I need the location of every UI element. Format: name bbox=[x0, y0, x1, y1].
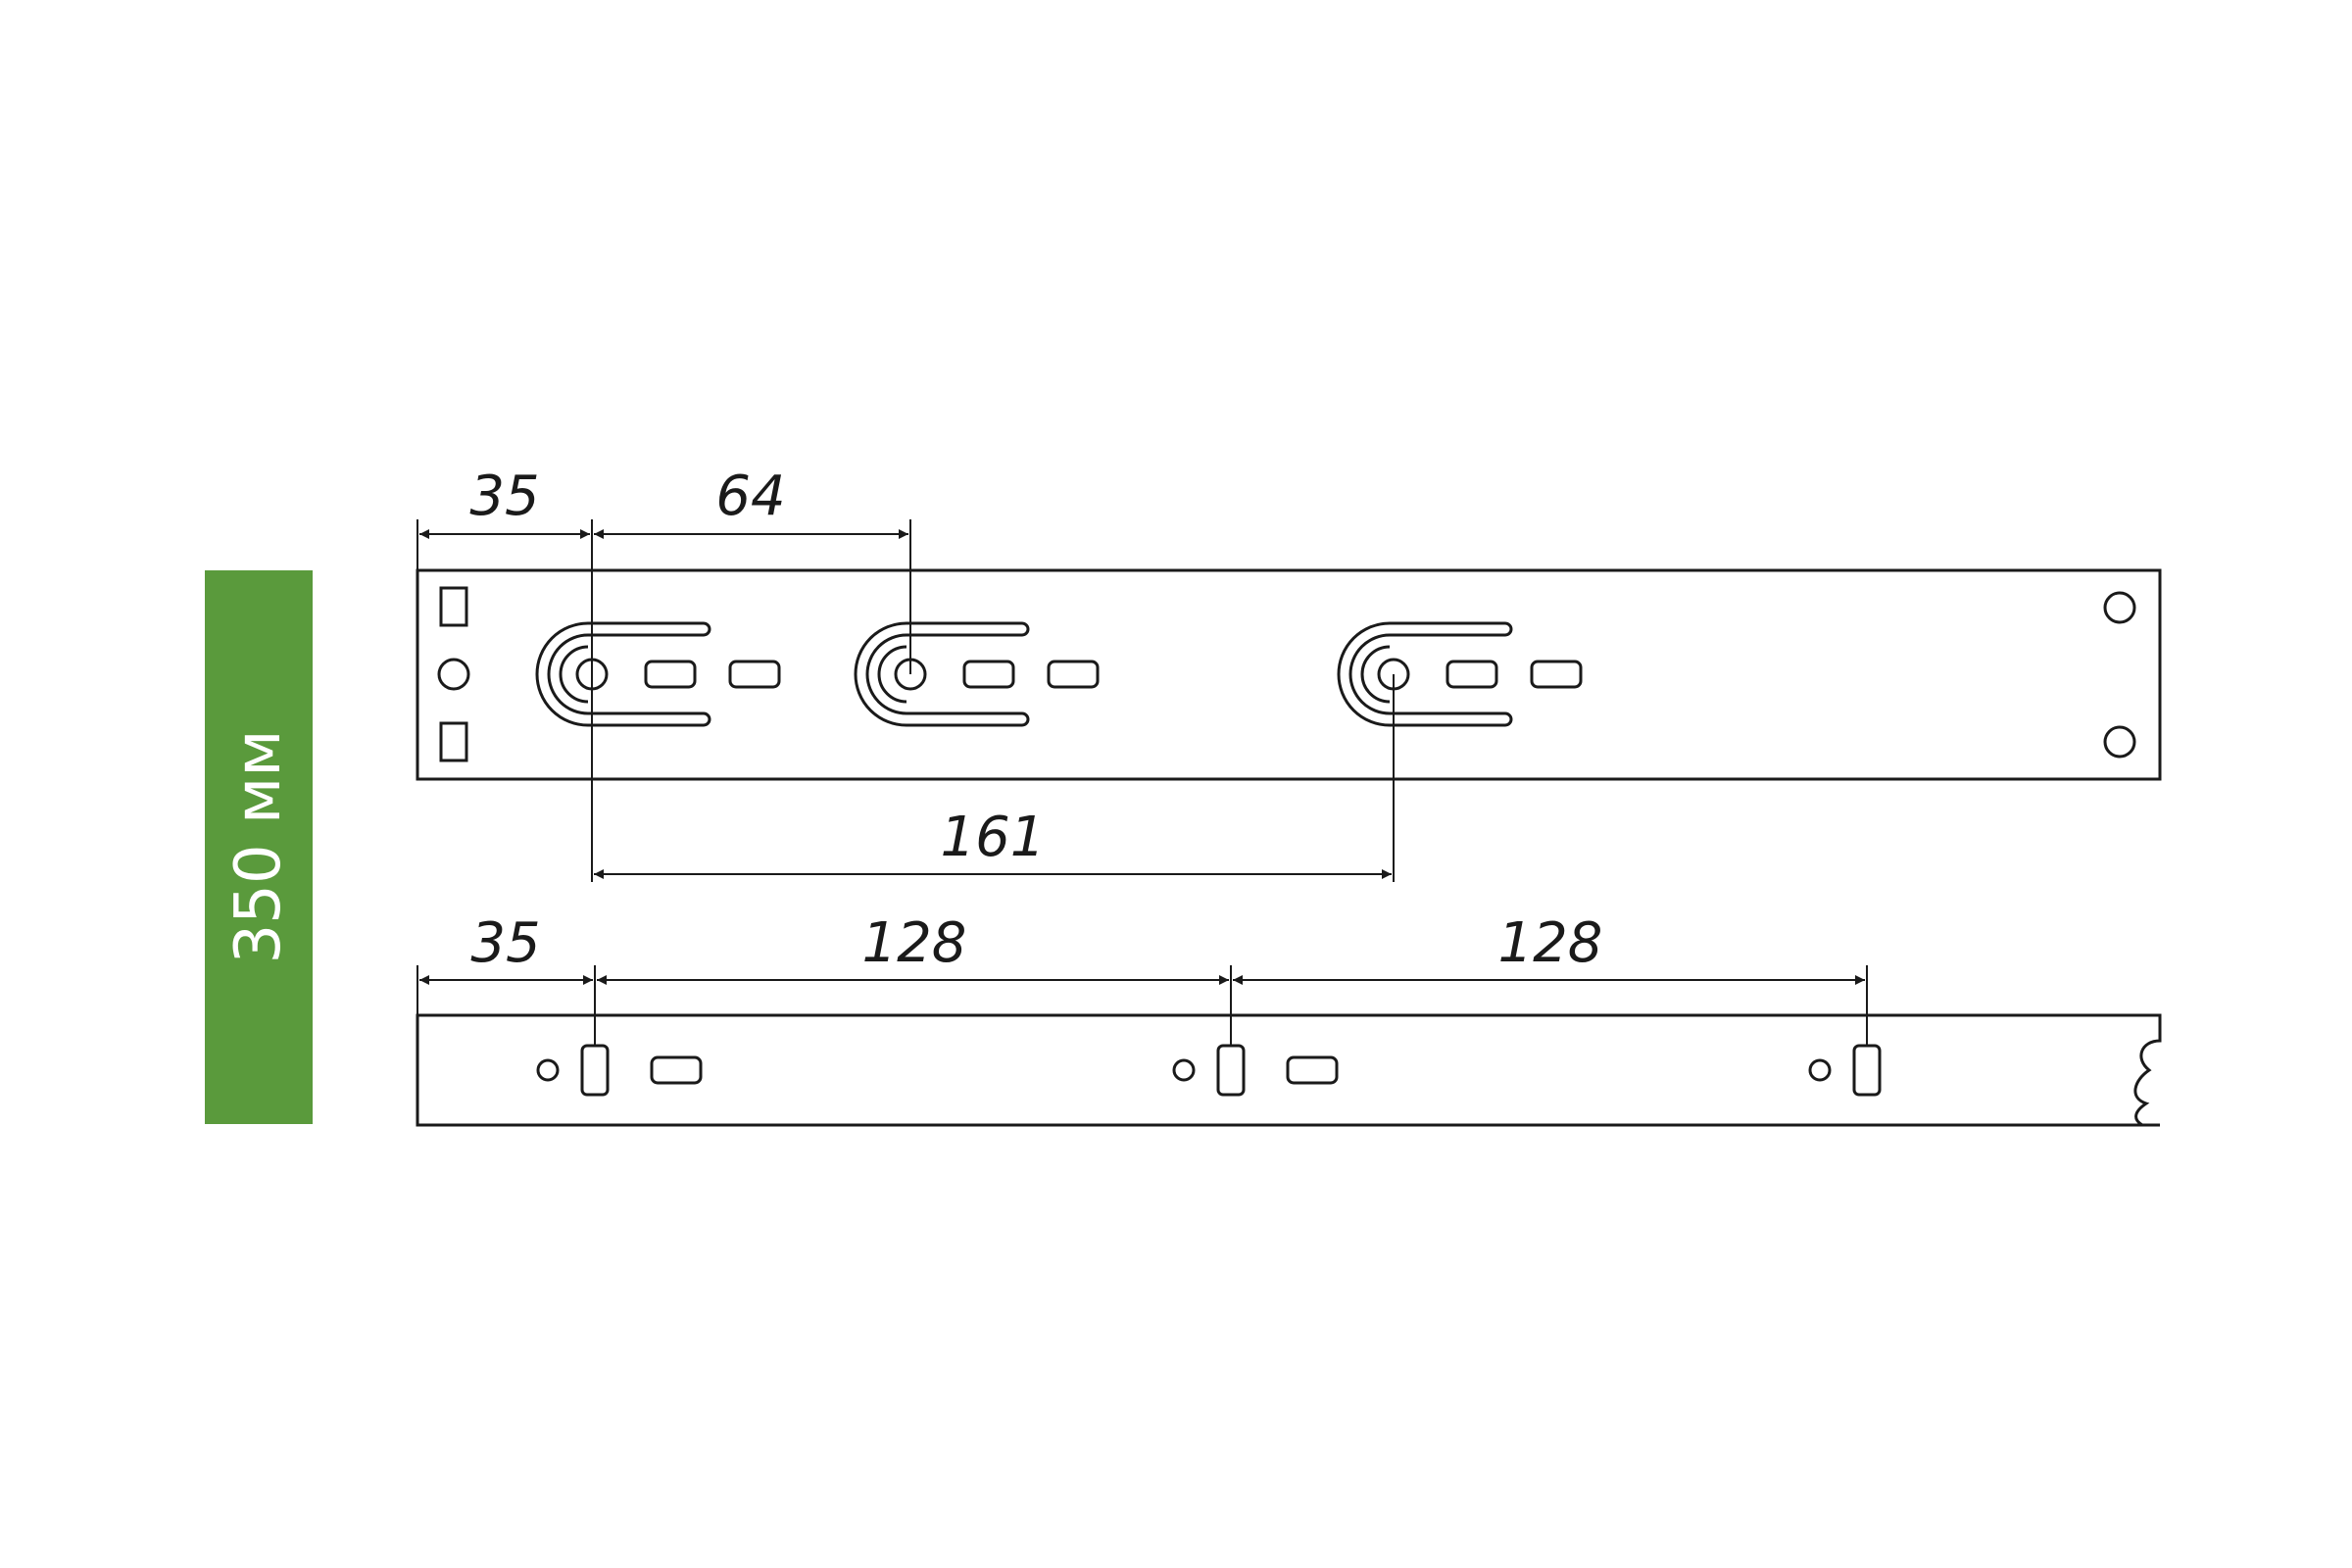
bottom-rail-outline bbox=[416, 1013, 2162, 1127]
mount-slot bbox=[1047, 660, 1100, 689]
dimension-label-35: 35 bbox=[470, 911, 540, 975]
dimension-label-161: 161 bbox=[941, 806, 1046, 869]
dimension-label-128: 128 bbox=[1498, 911, 1603, 975]
top-rail-end-slot-lower bbox=[439, 721, 468, 762]
dimension-label-64: 64 bbox=[715, 465, 785, 528]
mount-slot bbox=[728, 660, 781, 689]
size-badge: 350 мм bbox=[205, 570, 313, 1124]
size-badge-background bbox=[205, 570, 313, 1124]
bottom-rail-vertical-slot bbox=[1852, 1044, 1882, 1097]
mount-slot bbox=[962, 660, 1015, 689]
bottom-rail-hole bbox=[1172, 1058, 1196, 1082]
mount-slot bbox=[1446, 660, 1498, 689]
top-rail-mount-group-1 bbox=[535, 621, 781, 727]
top-rail-end-slot-upper bbox=[439, 586, 468, 627]
bottom-rail: 35 128 128 bbox=[416, 911, 2162, 1127]
bottom-rail-slot bbox=[1286, 1055, 1339, 1085]
top-rail: 35 64 161 bbox=[416, 465, 2162, 882]
bottom-rail-hole bbox=[536, 1058, 560, 1082]
top-rail-outline bbox=[416, 568, 2162, 781]
top-rail-right-hole-lower bbox=[2103, 725, 2136, 759]
hook-slot-inner bbox=[1360, 645, 1391, 704]
hook-slot-inner bbox=[877, 645, 907, 704]
bottom-rail-vertical-slot bbox=[1216, 1044, 1246, 1097]
top-rail-right-hole-upper bbox=[2103, 591, 2136, 624]
top-rail-end-hole bbox=[437, 658, 470, 691]
bottom-rail-slot bbox=[650, 1055, 703, 1085]
dimension-label-35: 35 bbox=[469, 465, 539, 528]
dimension-label-128: 128 bbox=[862, 911, 967, 975]
bottom-rail-vertical-slot bbox=[580, 1044, 610, 1097]
bottom-rail-hole bbox=[1808, 1058, 1832, 1082]
hook-slot bbox=[854, 621, 1030, 727]
size-badge-label: 350 мм bbox=[222, 729, 295, 963]
top-rail-mount-group-3 bbox=[1337, 621, 1583, 727]
hook-slot-inner bbox=[559, 645, 589, 704]
top-rail-mount-group-2 bbox=[854, 621, 1100, 727]
hook-slot bbox=[535, 621, 711, 727]
hook-slot bbox=[1337, 621, 1513, 727]
mount-slot bbox=[644, 660, 697, 689]
mount-slot bbox=[1530, 660, 1583, 689]
